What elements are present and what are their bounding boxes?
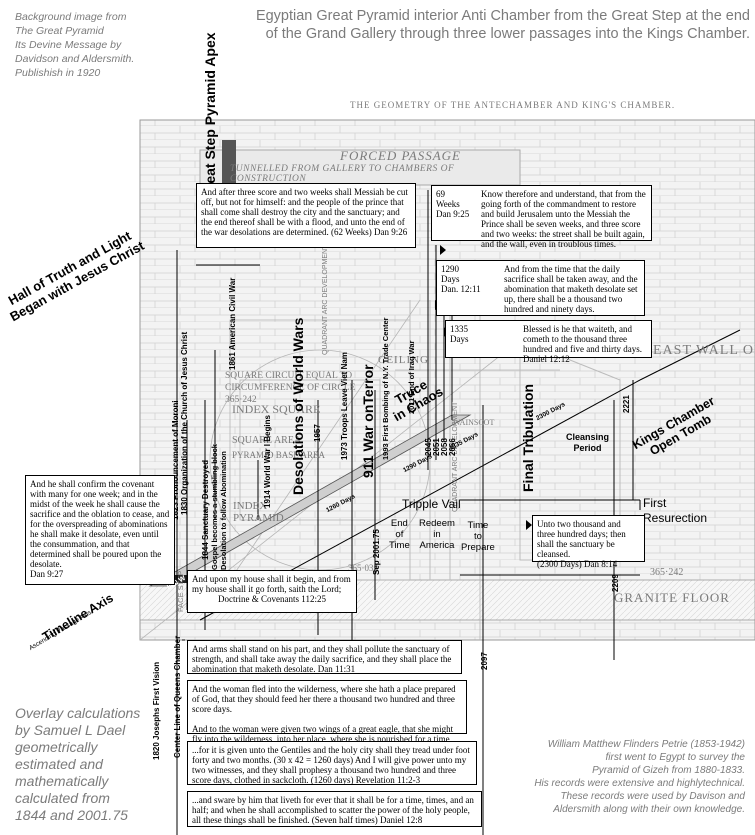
date-1973: 1973 Troops Leave Viet Nam (340, 352, 349, 460)
box-1290-days: 1290 Days Dan. 12:11 (436, 260, 500, 316)
date-2001: Sep 2001.75 (372, 529, 381, 575)
granite-floor-label: GRANITE FLOOR (614, 590, 730, 605)
end-of-time-label: End of Time (389, 518, 410, 551)
pyramid-base-label: PYRAMID BASE AREA (232, 450, 326, 460)
box-rev-11-2: ...for it is given unto the Gentiles and… (187, 741, 477, 785)
dc112-text: And upon my house shall it begin, and fr… (192, 574, 351, 594)
quadrant-arc-right: QUADRANT ARC DEVELOPMENT (452, 401, 459, 512)
index-pyramid-label: INDEX PYRAMID (233, 500, 284, 524)
war-on-terror-label: 911 War onTerror (360, 364, 376, 478)
box-1335-days: 1335 Days (445, 320, 519, 358)
date-2221: 2221 (622, 395, 631, 413)
square-circuit-label: SQUARE CIRCUIT EQUAL TO CIRCUMFERENCE OF… (225, 371, 356, 405)
great-step-apex-label: Great Step Pyramid Apex (202, 32, 218, 200)
box-rev-12-6: And the woman fled into the wilderness, … (187, 680, 467, 754)
box-dc-112: And upon my house shall it begin, and fr… (187, 570, 357, 613)
date-2011: 2011 End of Iraq War (407, 340, 416, 415)
east-wall-label: EAST WALL OF KI (653, 343, 755, 358)
date-1844-b: Gospel becomes a stumbling block (210, 444, 219, 570)
tripple-vail-label: Tripple Vail (402, 497, 461, 511)
geometry-title: THE GEOMETRY OF THE ANTECHAMBER AND KING… (350, 100, 676, 110)
final-tribulation-label: Final Tribulation (520, 383, 536, 492)
dark-shaft (222, 140, 236, 195)
first-resurection-label: First Resurection (643, 496, 708, 525)
center-line-queens: Center Line of Queens Chamber (173, 635, 182, 758)
date-2097: 2097 (480, 652, 489, 670)
date-1861: 1861 American Civil War (228, 277, 237, 370)
date-1844-c: Desolation to follow Abomination (219, 451, 228, 570)
date-1830: 1830 Organization of the Church of Jesus… (180, 331, 189, 515)
box-dan-9-27: And he shall confirm the covenant with m… (25, 475, 175, 585)
index-square-label: INDEX SQUARE (232, 402, 321, 416)
redeem-label: Redeem in America (419, 518, 455, 551)
page-title: Egyptian Great Pyramid interior Anti Cha… (255, 8, 750, 42)
quadrant-arc-left: QUADRANT ARC DEVELOPMENT (322, 244, 329, 355)
wainscot-label: WAINSCOT (453, 418, 495, 427)
overlay-note: Overlay calculations by Samuel L Dael ge… (15, 705, 141, 823)
tunnelled-label: TUNNELLED FROM GALLERY TO CHAMBERS OF CO… (230, 164, 455, 184)
square-area-label: SQUARE AREA (232, 435, 302, 446)
box-dan-9-26: And after three score and two weeks shal… (196, 183, 416, 248)
box-dan-12-11: And from the time that the daily sacrifi… (500, 260, 645, 316)
date-1914: 1914 World War I Begins (263, 415, 272, 508)
desolations-label: Desolations of World Wars (290, 317, 306, 495)
box-dan-9-25: Know therefore and understand, that from… (477, 185, 652, 249)
granite-number: 365·242 (650, 567, 684, 578)
box-dan-8-14: Unto two thousand and three hundred days… (532, 515, 645, 569)
date-1844-a: 1844 Sanctuary Destroyed (201, 459, 210, 560)
date-1993: 1993 First Bombing of N.Y. Trade Center (381, 317, 390, 460)
box-dan-11-31: And arms shall stand on his part, and th… (187, 640, 462, 674)
date-2066: 2066 (448, 438, 457, 456)
forced-passage-label: FORCED PASSAGE (340, 148, 461, 163)
date-2209: 2209 (611, 574, 620, 592)
floor-number: 365·035 (348, 563, 378, 573)
date-1957: 1957 (313, 424, 322, 442)
ceiling-label: CEILING (378, 354, 429, 366)
box-dan-12-7: ...and sware by him that liveth for ever… (187, 791, 482, 827)
dc112-ref: Doctrine & Covenants 112:25 (218, 594, 326, 604)
cleansing-period-label: Cleansing Period (566, 432, 610, 453)
petrie-note: William Matthew Flinders Petrie (1853-19… (534, 739, 745, 815)
source-note: Background image from The Great Pyramid … (15, 11, 135, 79)
box-69-weeks: 69 Weeks Dan 9:25 (431, 185, 477, 241)
time-to-prepare-label: Time to Prepare (461, 520, 495, 553)
box-dan-12-12: Blessed is he that waiteth, and cometh t… (519, 320, 652, 364)
